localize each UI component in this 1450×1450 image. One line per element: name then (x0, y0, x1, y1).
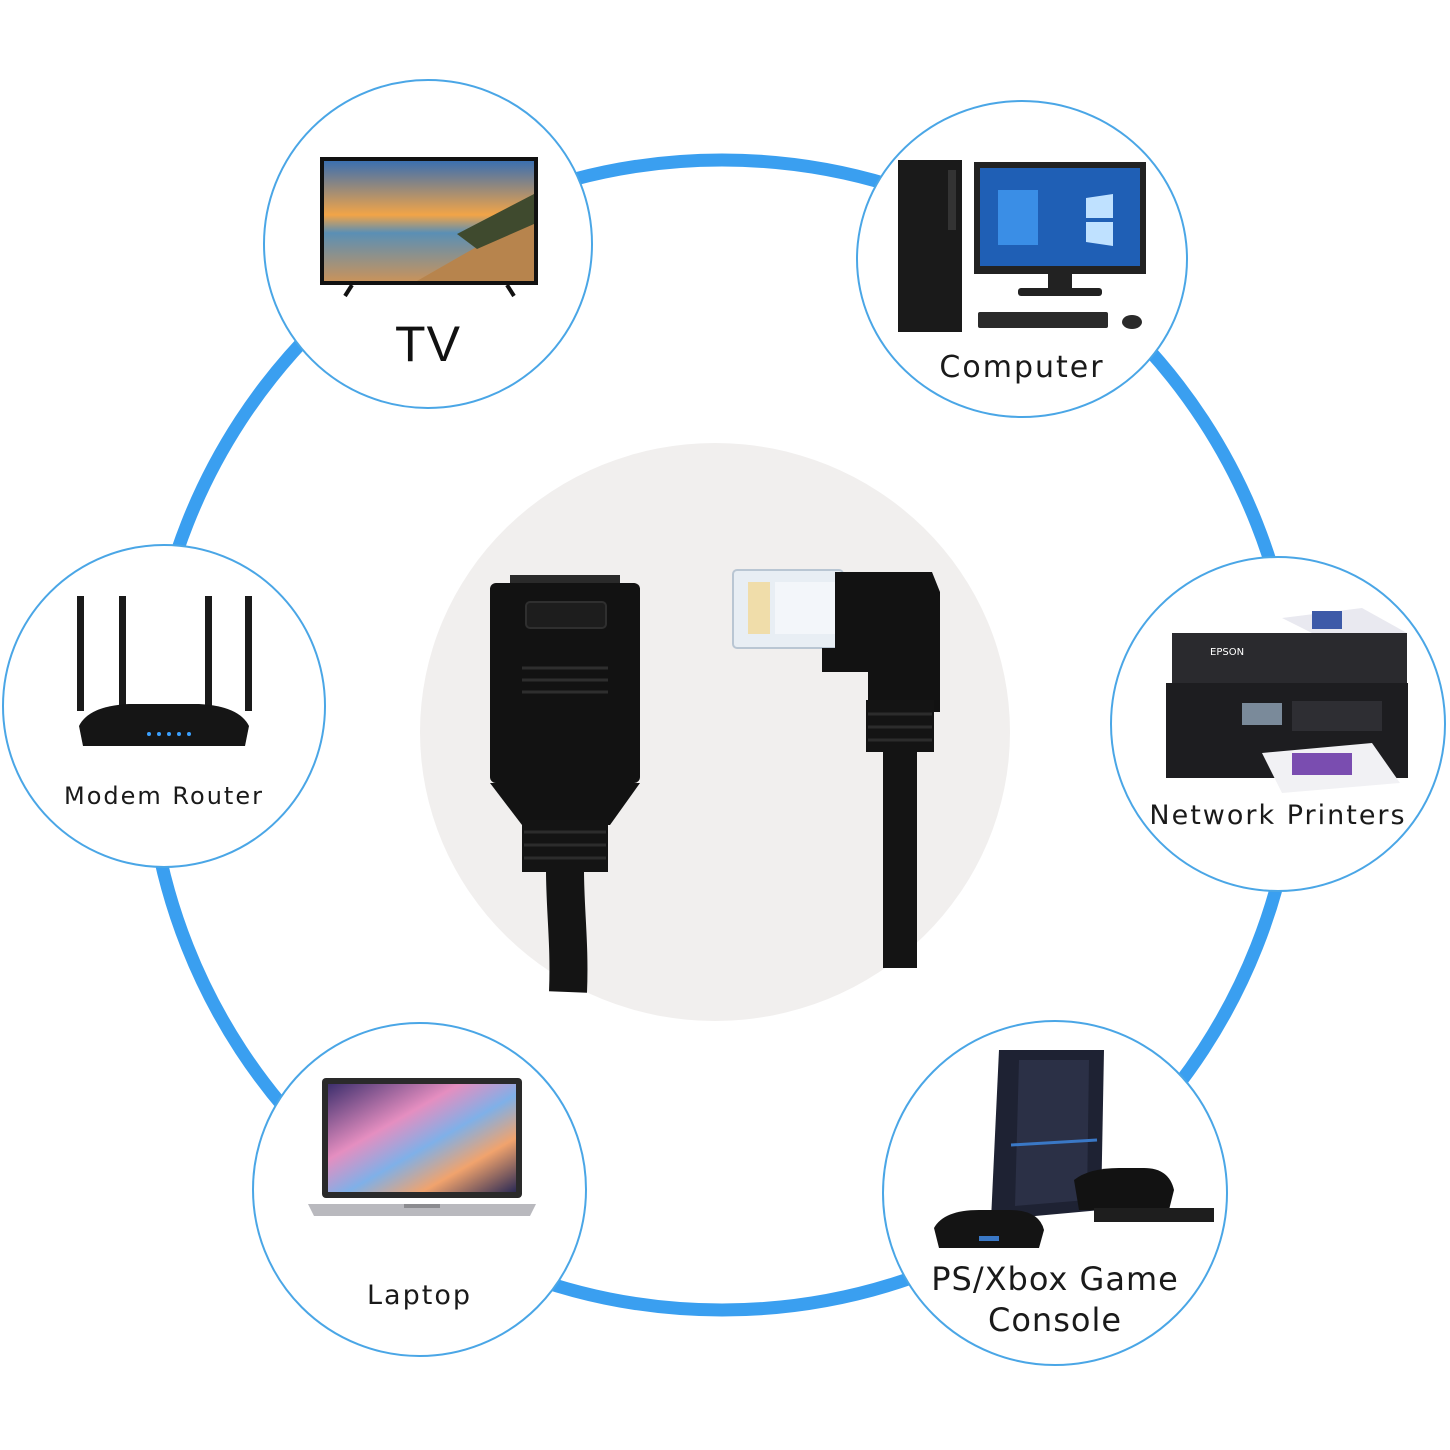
printer-node: EPSON Network Printers (1110, 556, 1446, 892)
console-node: PS/Xbox Game Console (882, 1020, 1228, 1366)
wifi-router-icon (77, 596, 252, 746)
rj45-female-connector-icon (490, 575, 640, 993)
console-label-line1: PS/Xbox Game (931, 1260, 1179, 1298)
printer-brand-text: EPSON (1210, 647, 1244, 658)
router-node: Modem Router (2, 544, 326, 868)
tv-label: TV (395, 316, 461, 372)
laptop-label: Laptop (367, 1280, 472, 1311)
laptop-icon (308, 1078, 536, 1216)
computer-label: Computer (939, 350, 1105, 385)
printer-label: Network Printers (1149, 800, 1407, 831)
computer-node: Computer (856, 100, 1188, 418)
game-console-icon (934, 1050, 1214, 1248)
tv-node: TV (263, 79, 593, 409)
rj45-right-angle-plug-icon (732, 569, 940, 968)
console-label-line2: Console (987, 1301, 1123, 1339)
router-label: Modem Router (64, 782, 264, 810)
tv-icon (320, 157, 538, 298)
desktop-computer-icon (898, 160, 1146, 332)
printer-icon: EPSON (1166, 608, 1408, 793)
laptop-node: Laptop (252, 1022, 587, 1357)
